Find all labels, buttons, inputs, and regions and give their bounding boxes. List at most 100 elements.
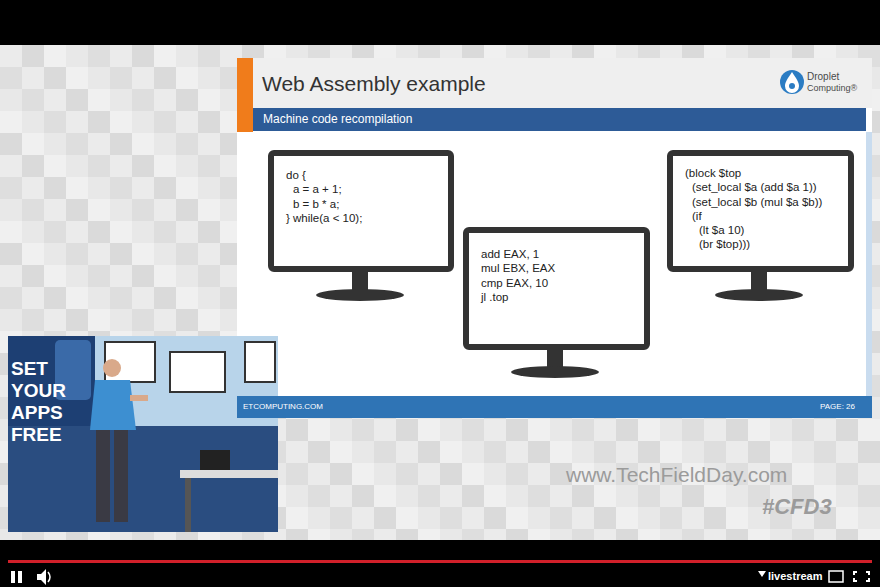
pixel-tile: [660, 485, 682, 507]
pixel-tile: [0, 287, 22, 309]
pixel-tile: [44, 221, 66, 243]
decoration-shape: [11, 571, 15, 583]
pixel-tile: [594, 441, 616, 463]
pixel-tile: [88, 89, 110, 111]
pixel-tile: [176, 133, 198, 155]
pixel-tile: [110, 243, 132, 265]
code-line: a = a + 1;: [286, 182, 440, 196]
pixel-tile: [154, 177, 176, 199]
pixel-tile: [22, 287, 44, 309]
pixel-tile: [88, 265, 110, 287]
pixel-tile: [836, 507, 858, 529]
watermark: www.TechFieldDay.com: [566, 463, 787, 487]
pixel-tile: [352, 463, 374, 485]
pixel-tile: [572, 441, 594, 463]
pixel-tile: [132, 287, 154, 309]
logo-drop: [785, 72, 799, 93]
code-line: } while(a < 10);: [286, 211, 440, 225]
pixel-tile: [616, 507, 638, 529]
pixel-tile: [308, 441, 330, 463]
pixel-tile: [88, 177, 110, 199]
pixel-tile: [528, 507, 550, 529]
pixel-tile: [550, 485, 572, 507]
pixel-tile: [176, 199, 198, 221]
pixel-tile: [110, 199, 132, 221]
pixel-tile: [330, 507, 352, 529]
banner-word: SET: [11, 358, 48, 380]
pixel-tile: [506, 507, 528, 529]
pixel-tile: [418, 463, 440, 485]
pixel-tile: [132, 243, 154, 265]
pixel-tile: [638, 507, 660, 529]
pixel-tile: [88, 67, 110, 89]
pixel-tile: [374, 419, 396, 441]
pixel-tile: [22, 177, 44, 199]
pixel-tile: [440, 507, 462, 529]
pixel-tile: [770, 419, 792, 441]
pixel-tile: [352, 419, 374, 441]
pixel-tile: [198, 133, 220, 155]
pixel-tile: [198, 221, 220, 243]
slide-edge: [866, 132, 872, 396]
decoration-shape: [758, 571, 766, 577]
pixel-tile: [110, 265, 132, 287]
pixel-tile: [0, 199, 22, 221]
pixel-tile: [836, 485, 858, 507]
player-bar: [0, 540, 880, 587]
pixel-tile: [44, 133, 66, 155]
pixel-tile: [704, 485, 726, 507]
pixel-tile: [110, 221, 132, 243]
code-line: (if: [685, 209, 840, 223]
camera-inset: [8, 336, 278, 532]
pixel-tile: [440, 485, 462, 507]
decoration-shape: [853, 571, 870, 582]
pixel-tile: [88, 155, 110, 177]
pixel-tile: [44, 177, 66, 199]
footer-url: ETCOMPUTING.COM: [243, 402, 323, 411]
decoration-shape: [18, 571, 22, 583]
pixel-tile: [638, 441, 660, 463]
pixel-tile: [352, 485, 374, 507]
code-line: (block $top: [685, 166, 840, 180]
slide-header: [237, 58, 872, 108]
pixel-tile: [352, 507, 374, 529]
pixel-tile: [418, 441, 440, 463]
pixel-tile: [66, 67, 88, 89]
pixel-tile: [286, 485, 308, 507]
pixel-tile: [682, 507, 704, 529]
logo-text: Computing®: [807, 83, 857, 93]
pixel-tile: [66, 265, 88, 287]
page-number: PAGE: 26: [820, 402, 855, 411]
pixel-tile: [330, 441, 352, 463]
decoration-shape: [829, 571, 843, 582]
pixel-tile: [748, 441, 770, 463]
pixel-tile: [396, 507, 418, 529]
code-line: do {: [286, 168, 440, 182]
pixel-tile: [550, 441, 572, 463]
pixel-tile: [858, 463, 880, 485]
pixel-tile: [176, 265, 198, 287]
pixel-tile: [704, 419, 726, 441]
decoration-shape: [180, 470, 278, 478]
logo-circle: [780, 70, 804, 94]
section-band: Machine code recompilation: [253, 108, 866, 131]
pixel-tile: [792, 441, 814, 463]
code-line: (set_local $a (add $a 1)): [685, 180, 840, 194]
pixel-tile: [132, 89, 154, 111]
pixel-tile: [836, 441, 858, 463]
pixel-tile: [176, 177, 198, 199]
code-line: (lt $a 10): [685, 223, 840, 237]
pixel-tile: [66, 45, 88, 67]
pixel-tile: [176, 287, 198, 309]
pixel-tile: [286, 419, 308, 441]
pixel-tile: [682, 441, 704, 463]
pixel-tile: [814, 419, 836, 441]
pixel-tile: [462, 507, 484, 529]
slide-footer: [237, 396, 872, 418]
pixel-tile: [330, 485, 352, 507]
pixel-tile: [176, 155, 198, 177]
decoration-shape: [8, 336, 278, 532]
pixel-tile: [726, 507, 748, 529]
pixel-tile: [0, 67, 22, 89]
code-line: add EAX, 1: [481, 247, 636, 261]
